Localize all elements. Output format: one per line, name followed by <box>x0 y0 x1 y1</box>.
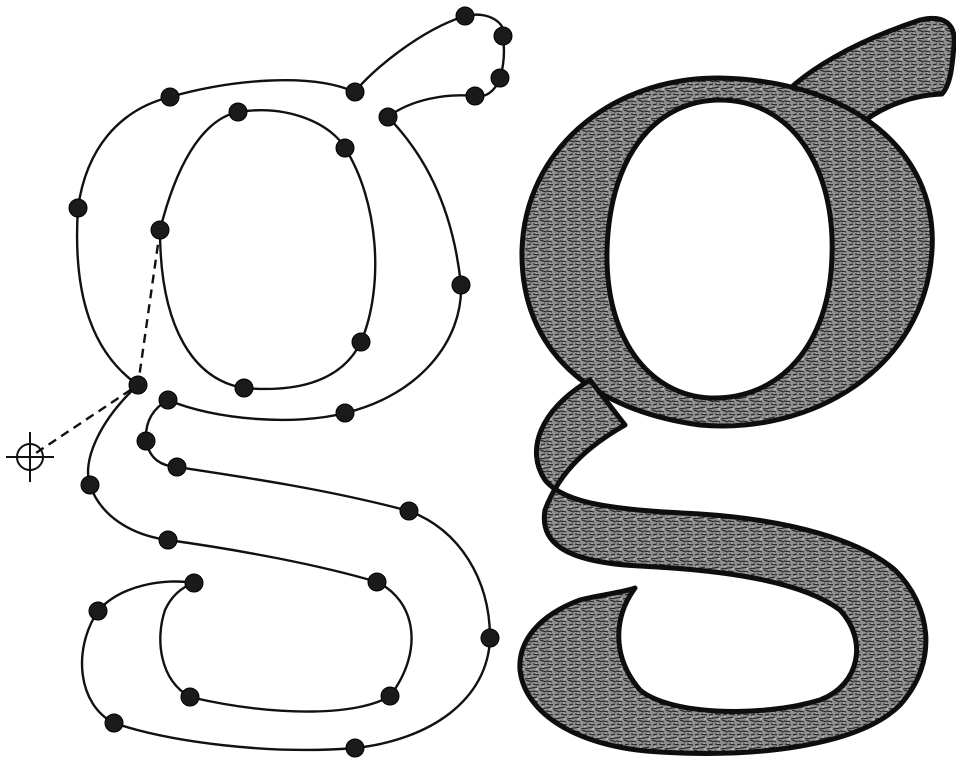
anchor-point[interactable] <box>452 276 470 294</box>
anchor-point[interactable] <box>229 103 247 121</box>
descender-contour <box>88 385 411 712</box>
control-points <box>69 7 512 757</box>
outline-glyph <box>6 7 512 757</box>
anchor-point[interactable] <box>379 108 397 126</box>
anchor-point[interactable] <box>159 391 177 409</box>
anchor-point[interactable] <box>456 7 474 25</box>
control-handle <box>30 230 160 457</box>
anchor-point[interactable] <box>494 27 512 45</box>
anchor-point[interactable] <box>159 531 177 549</box>
anchor-point[interactable] <box>491 69 509 87</box>
anchor-point[interactable] <box>151 221 169 239</box>
anchor-point[interactable] <box>336 139 354 157</box>
anchor-point[interactable] <box>352 333 370 351</box>
crosshair-icon[interactable] <box>6 432 54 482</box>
anchor-point[interactable] <box>69 199 87 217</box>
anchor-point[interactable] <box>105 714 123 732</box>
glyph-loop <box>520 380 926 753</box>
anchor-point[interactable] <box>81 476 99 494</box>
anchor-point[interactable] <box>481 629 499 647</box>
glyph-counter <box>607 100 832 398</box>
anchor-point[interactable] <box>161 88 179 106</box>
anchor-point[interactable] <box>336 404 354 422</box>
anchor-point[interactable] <box>235 379 253 397</box>
loop-outer-contour <box>82 400 490 750</box>
anchor-point[interactable] <box>346 739 364 757</box>
anchor-point[interactable] <box>129 376 147 394</box>
anchor-point[interactable] <box>185 574 203 592</box>
bowl-outer-contour <box>77 15 504 420</box>
anchor-point[interactable] <box>400 502 418 520</box>
anchor-point[interactable] <box>346 83 364 101</box>
anchor-point[interactable] <box>466 87 484 105</box>
anchor-point[interactable] <box>168 458 186 476</box>
anchor-point[interactable] <box>381 687 399 705</box>
anchor-point[interactable] <box>368 573 386 591</box>
anchor-point[interactable] <box>181 688 199 706</box>
anchor-point[interactable] <box>137 432 155 450</box>
anchor-point[interactable] <box>89 602 107 620</box>
filled-glyph <box>520 18 954 753</box>
